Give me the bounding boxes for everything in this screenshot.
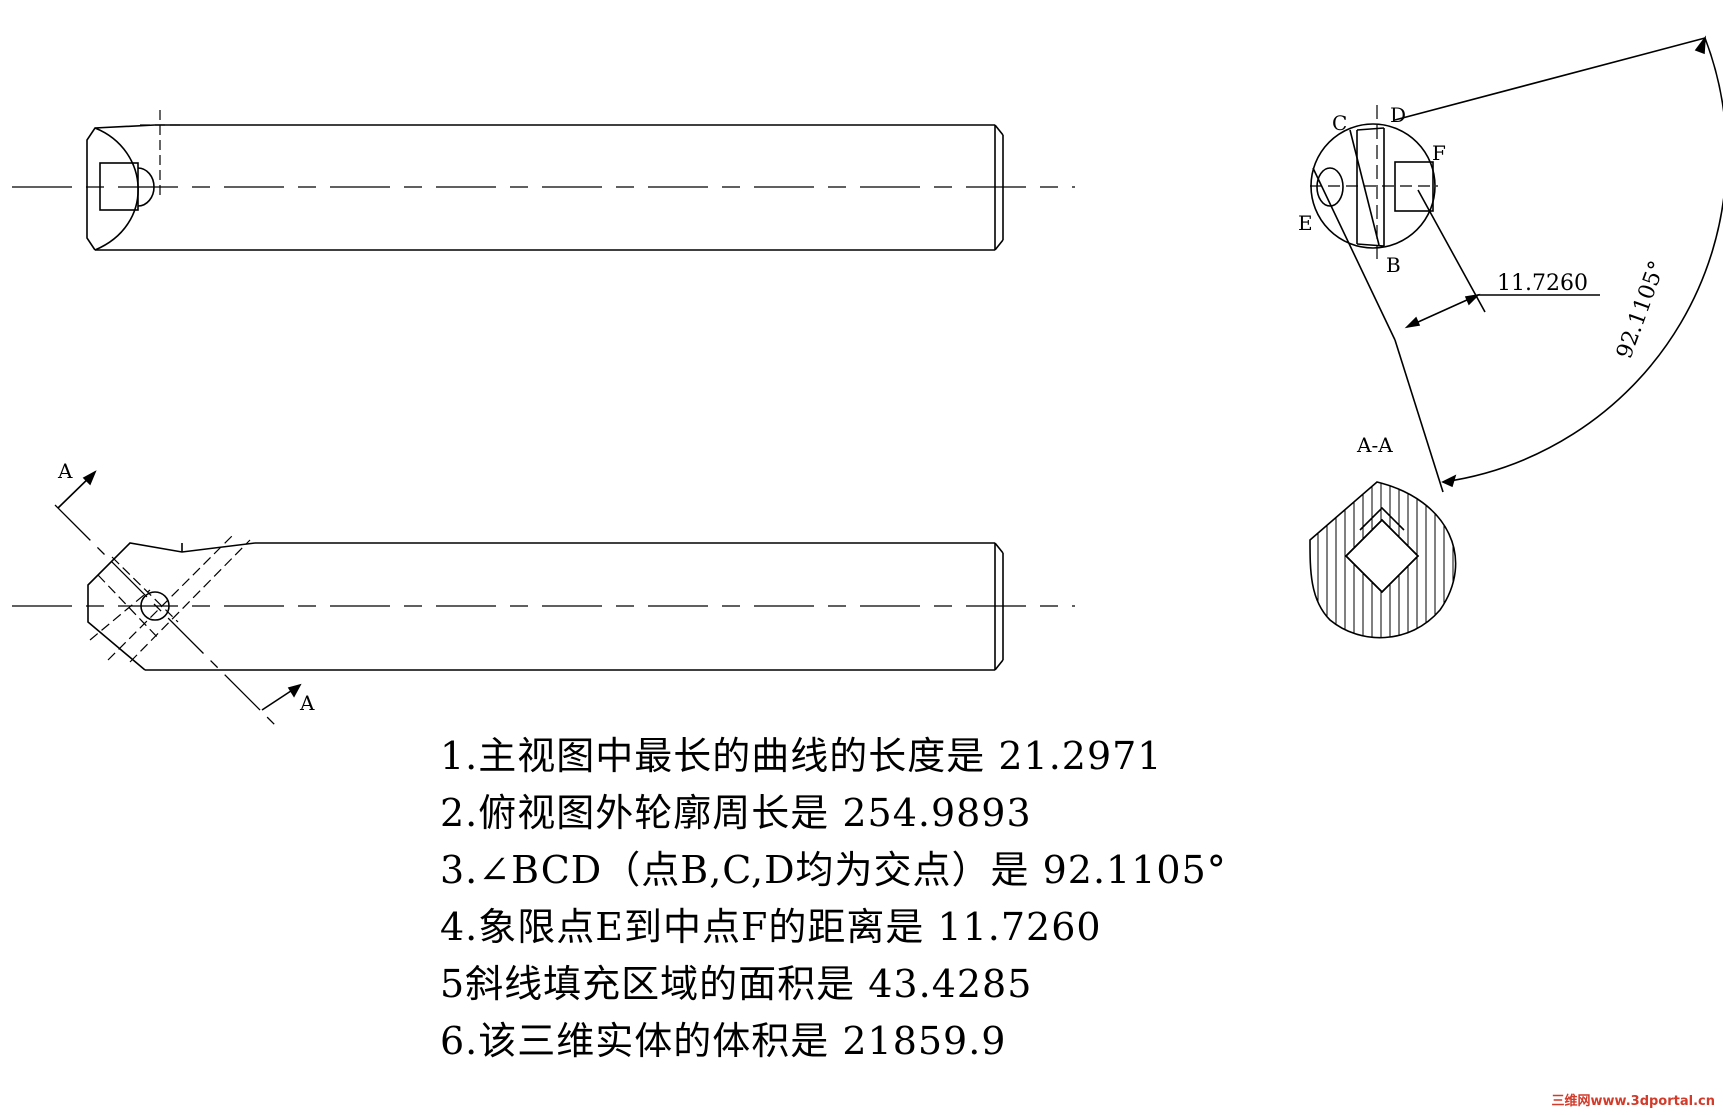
side-round-hole (1316, 167, 1344, 207)
top-chamfer-bottom (994, 659, 1004, 671)
question-item: 6.该三维实体的体积是 21859.9 (440, 1019, 1007, 1063)
side-flat-top (1356, 127, 1385, 131)
question-item: 5斜线填充区域的面积是 43.4285 (440, 962, 1033, 1006)
angle-leg-bottom (1394, 339, 1444, 493)
front-chamfer-bottom (994, 239, 1004, 251)
front-view (12, 110, 1075, 251)
side-diagonal-bc (1349, 129, 1380, 246)
side-extension-f (1417, 189, 1486, 313)
cut-arrow-bottom-head (287, 683, 302, 698)
front-left-profile (86, 124, 156, 251)
section-view (1309, 481, 1457, 639)
question-item: 4.象限点E到中点F的距离是 11.7260 (440, 905, 1102, 949)
question-item: 1.主视图中最长的曲线的长度是 21.2971 (440, 734, 1163, 778)
section-cut-line (54, 504, 281, 731)
angle-arrow-bottom (1441, 474, 1457, 488)
watermark: 三维网www.3dportal.cn (1551, 1094, 1715, 1109)
angle-arrow-top (1694, 35, 1706, 55)
label-section-cut-top: A (57, 459, 73, 483)
label-point-e: E (1298, 211, 1313, 235)
side-flat-bottom (1356, 243, 1385, 247)
label-point-c: C (1332, 111, 1347, 135)
top-chamfer-top (994, 542, 1004, 554)
front-square-hole (99, 162, 139, 211)
side-square-hole (1394, 161, 1434, 212)
front-hole-arc (137, 167, 155, 207)
section-square-void (1344, 518, 1420, 594)
dim-ef-line (1406, 294, 1479, 328)
label-point-f: F (1432, 141, 1446, 165)
section-inner-edges (1344, 506, 1420, 594)
top-round-hole (140, 591, 170, 621)
dimension-distance-ef: 11.7260 (1497, 271, 1588, 296)
angle-arc (1442, 37, 1723, 483)
question-item: 3.∠BCD（点B,C,D均为交点）是 92.1105° (440, 848, 1227, 892)
cut-arrow-top-head (82, 470, 97, 486)
angle-leg-top (1394, 37, 1706, 121)
question-item: 2.俯视图外轮廓周长是 254.9893 (440, 791, 1032, 835)
top-view (12, 470, 1075, 731)
top-left-profile (87, 542, 256, 671)
top-hidden-lines (89, 535, 251, 663)
dim-ef-arrow-right (1464, 293, 1481, 306)
label-point-d: D (1390, 103, 1406, 127)
front-chamfer-top (994, 124, 1004, 136)
front-end-curve (94, 127, 139, 251)
side-view (1310, 35, 1723, 493)
dim-ef-arrow-left (1404, 316, 1421, 329)
label-point-b: B (1386, 253, 1401, 277)
dimension-angle-bcd: 92.1105° (1612, 258, 1670, 362)
section-outline (1309, 481, 1457, 639)
side-extension-e (1312, 167, 1396, 341)
label-section-title: A-A (1356, 433, 1393, 457)
question-list: 1.主视图中最长的曲线的长度是 21.2971 2.俯视图外轮廓周长是 254.… (440, 728, 1227, 1070)
label-section-cut-bottom: A (299, 691, 315, 715)
